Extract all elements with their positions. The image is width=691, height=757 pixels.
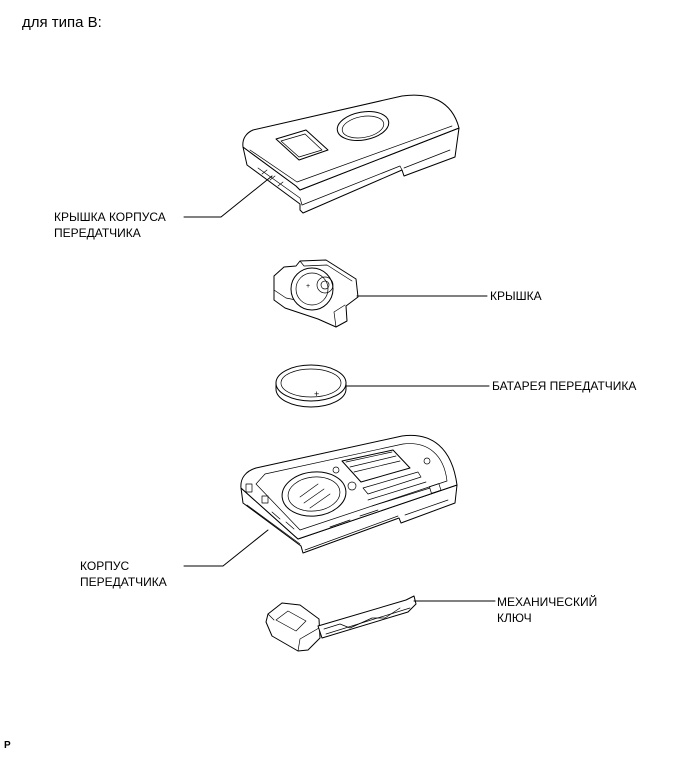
label-transmitter-housing: КОРПУС ПЕРЕДАТЧИКА	[80, 558, 167, 590]
label-mechanical-key-line1: МЕХАНИЧЕСКИЙ	[497, 595, 598, 609]
label-battery: БАТАРЕЯ ПЕРЕДАТЧИКА	[492, 379, 637, 393]
label-transmitter-housing-line2: ПЕРЕДАТЧИКА	[80, 575, 167, 589]
transmitter-housing-part	[240, 434, 458, 554]
label-lid: КРЫШКА	[490, 289, 542, 303]
figure-code-mark: P	[4, 740, 11, 751]
mechanical-key-part	[265, 595, 417, 652]
battery-symbol: +	[314, 389, 319, 399]
label-transmitter-housing-line1: КОРПУС	[80, 559, 130, 573]
transmitter-cover-part	[242, 94, 460, 214]
label-transmitter-cover-line2: ПЕРЕДАТЧИКА	[54, 226, 141, 240]
label-mechanical-key: МЕХАНИЧЕСКИЙ КЛЮЧ	[497, 594, 597, 626]
label-transmitter-cover: КРЫШКА КОРПУСА ПЕРЕДАТЧИКА	[54, 209, 166, 241]
battery-part: +	[275, 364, 347, 408]
label-transmitter-cover-line1: КРЫШКА КОРПУСА	[54, 210, 166, 224]
diagram-header: для типа В:	[22, 14, 102, 31]
lid-part: +	[273, 259, 359, 328]
label-mechanical-key-line2: КЛЮЧ	[497, 611, 532, 625]
lid-battery-symbol: +	[306, 283, 310, 290]
